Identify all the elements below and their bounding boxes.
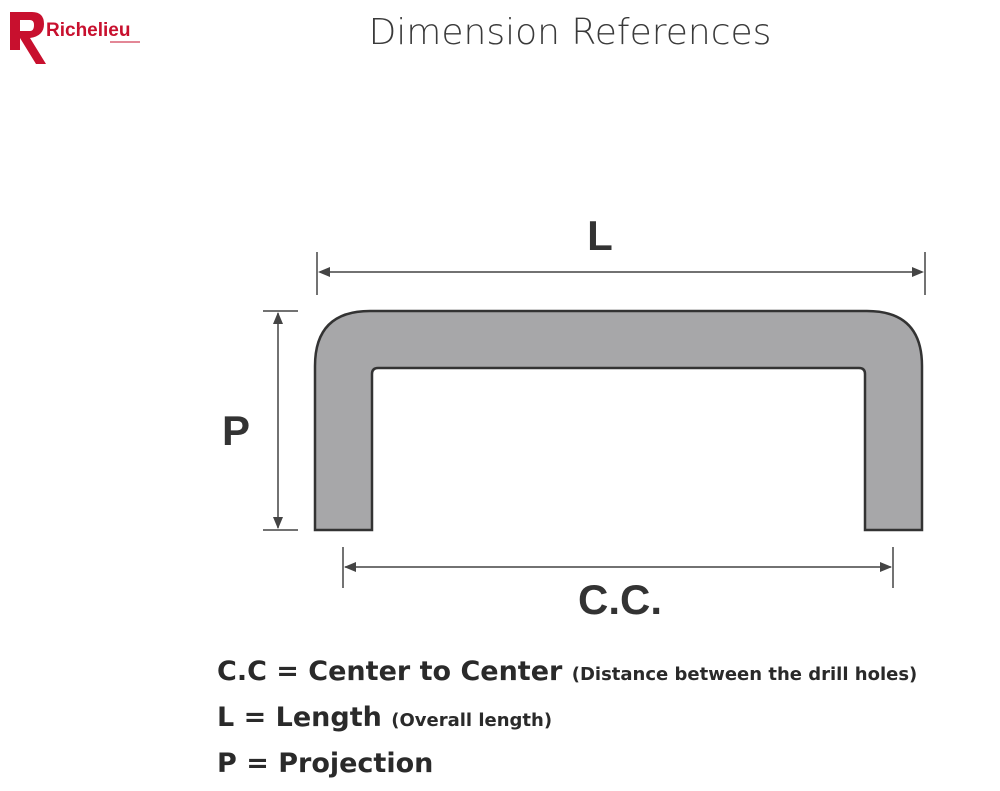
legend-note: (Overall length) xyxy=(391,710,553,731)
page-title: Dimension References xyxy=(368,12,772,53)
logo-r-mark xyxy=(10,12,46,64)
legend-length: L = Length (Overall length) xyxy=(217,702,552,733)
projection-dimension xyxy=(263,310,298,531)
handle-shape xyxy=(313,309,924,532)
legend-term: C.C = Center to Center xyxy=(217,656,563,687)
legend-cc: C.C = Center to Center (Distance between… xyxy=(217,656,917,687)
length-dimension xyxy=(316,252,926,295)
legend-term: L = Length xyxy=(217,702,382,733)
projection-label: P xyxy=(222,407,250,454)
richelieu-logo: Richelieu xyxy=(10,12,140,64)
logo-text: Richelieu xyxy=(46,20,130,41)
length-label: L xyxy=(587,212,613,259)
legend-term: P = Projection xyxy=(217,748,434,779)
legend-projection: P = Projection xyxy=(217,748,433,779)
legend-note: (Distance between the drill holes) xyxy=(571,664,918,685)
center-dimension xyxy=(342,547,894,588)
center-label: C.C. xyxy=(578,576,662,623)
